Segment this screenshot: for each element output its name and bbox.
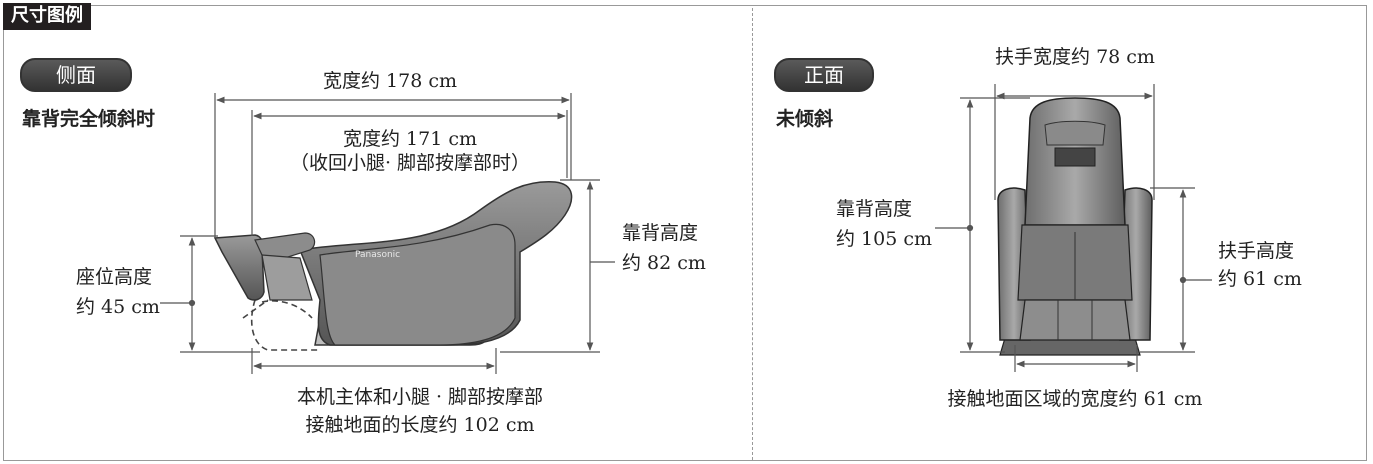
side-dimension-lines (160, 93, 615, 374)
label-total-width: 宽度约 178 cm (322, 70, 457, 92)
panel-divider (752, 8, 753, 460)
label-armrest-height-1: 扶手高度 (1218, 240, 1295, 262)
label-seat-height-2: 约 45 cm (76, 296, 160, 318)
section-title: 尺寸图例 (3, 3, 91, 30)
front-chair-illustration (997, 97, 1153, 356)
brand-logo: Panasonic (355, 250, 401, 260)
label-retracted-width: 宽度约 171 cm (342, 128, 477, 150)
label-seat-height-1: 座位高度 (76, 266, 153, 288)
front-dimension-lines (935, 84, 1212, 372)
side-chair-illustration (213, 181, 573, 351)
diagram-frame (3, 5, 1367, 461)
side-view-badge: 侧面 (20, 58, 132, 92)
label-front-backrest-height-1: 靠背高度 (836, 198, 913, 220)
front-view-subtitle: 未倾斜 (776, 108, 834, 130)
label-armrest-height-2: 约 61 cm (1218, 268, 1302, 290)
label-armrest-width: 扶手宽度约 78 cm (995, 46, 1155, 68)
label-side-backrest-height-1: 靠背高度 (622, 222, 699, 244)
label-floor-length-2: 接触地面的长度约 102 cm (305, 414, 535, 436)
side-view-subtitle: 靠背完全倾斜时 (22, 108, 156, 130)
label-floor-width: 接触地面区域的宽度约 61 cm (947, 388, 1203, 410)
label-retracted-note: （收回小腿· 脚部按摩部时） (289, 152, 531, 174)
front-view-badge: 正面 (774, 58, 874, 92)
label-side-backrest-height-2: 约 82 cm (622, 252, 706, 274)
label-floor-length-1: 本机主体和小腿 · 脚部按摩部 (296, 386, 544, 408)
label-front-backrest-height-2: 约 105 cm (836, 228, 933, 250)
